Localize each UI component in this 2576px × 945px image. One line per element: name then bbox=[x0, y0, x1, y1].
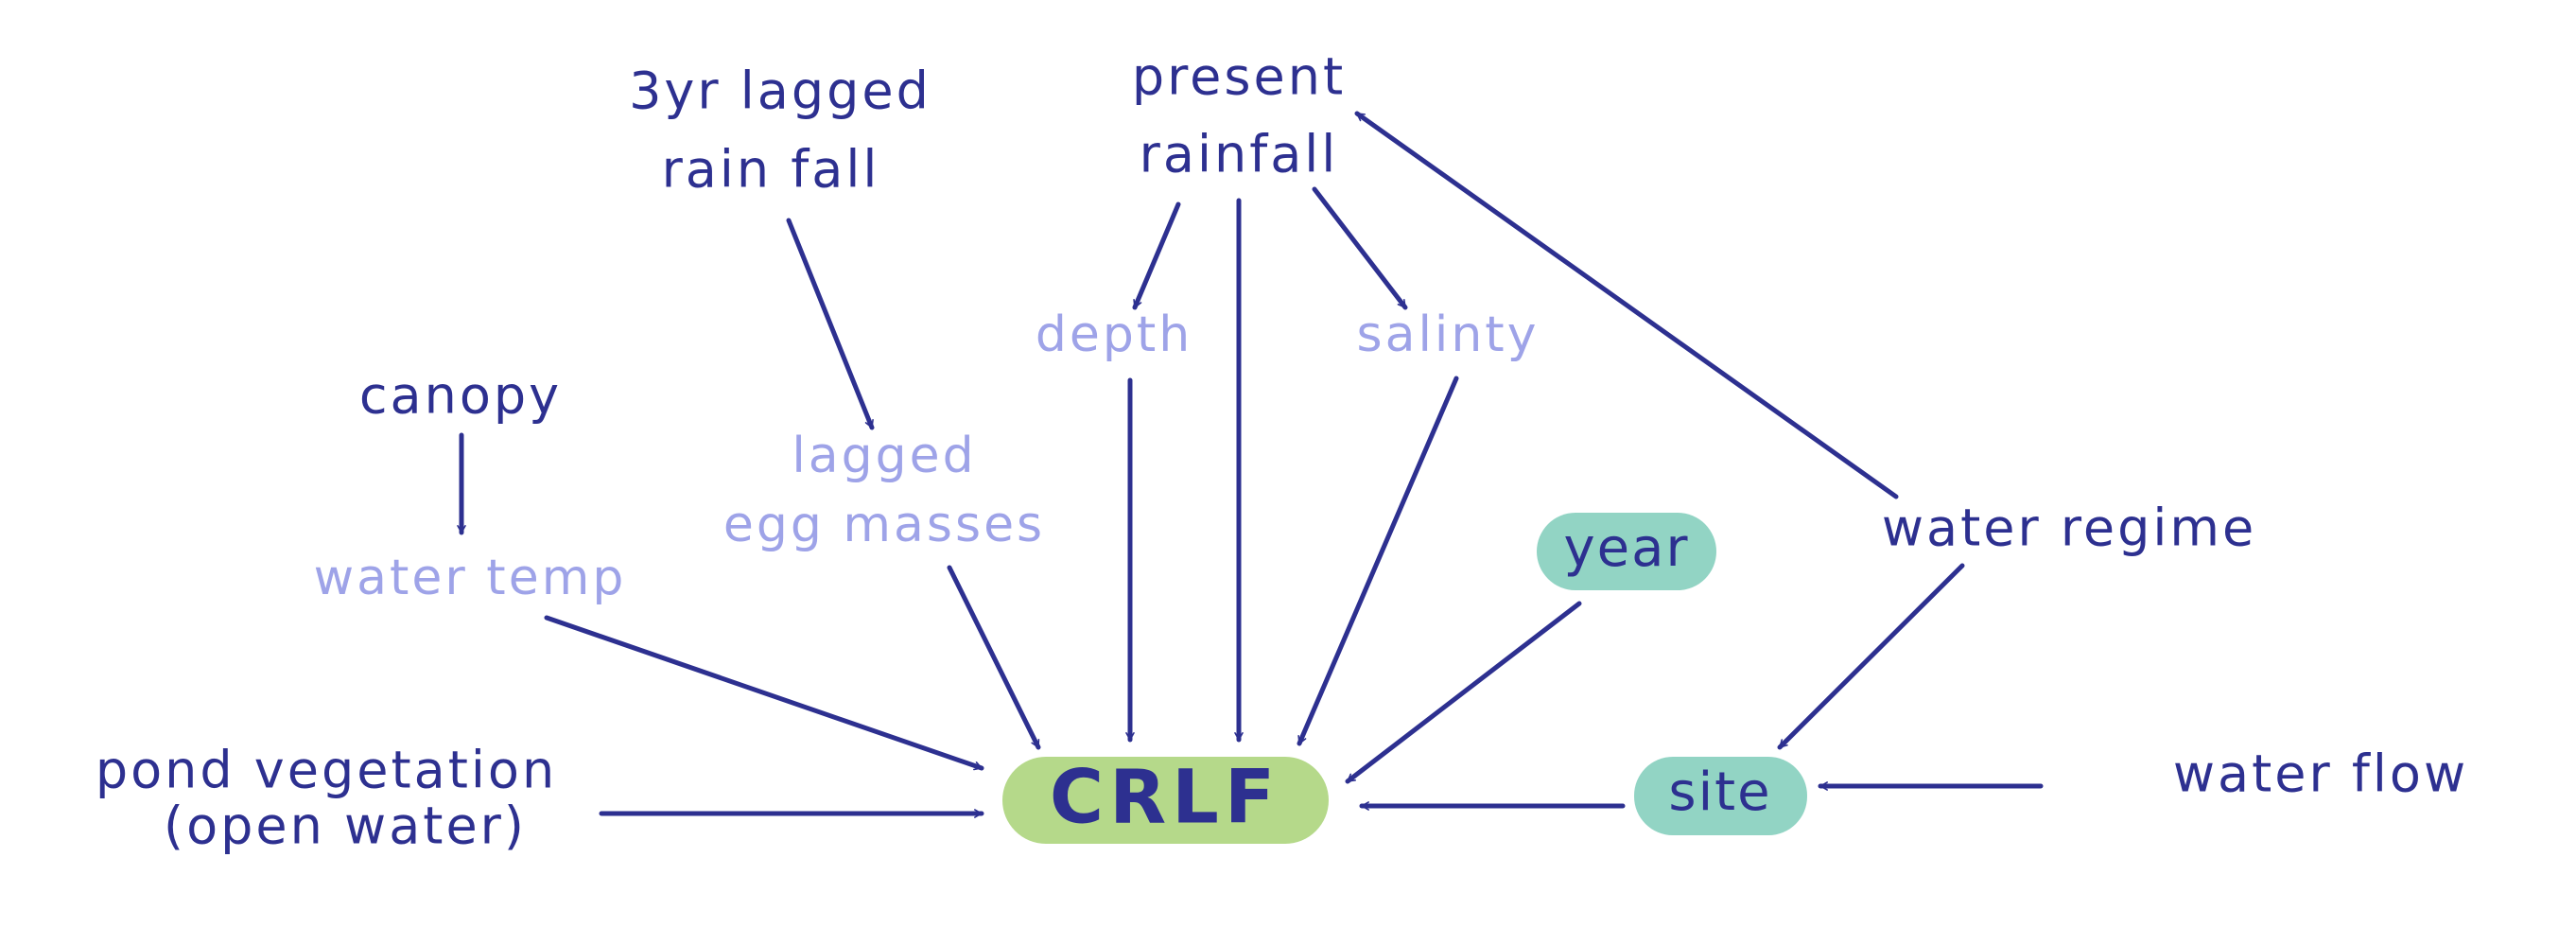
edge-year-to-crlf bbox=[1345, 601, 1582, 784]
depth-label: depth bbox=[1036, 306, 1192, 363]
pond-vegetation-label-line2: (open water) bbox=[164, 796, 527, 856]
edge-water-temp-to-crlf bbox=[544, 615, 984, 771]
lagged-egg-masses-label-line1: lagged bbox=[792, 428, 976, 484]
water-flow-label: water flow bbox=[2173, 744, 2468, 804]
canopy-label: canopy bbox=[359, 366, 562, 426]
edge-water-regime-to-site bbox=[1777, 563, 1965, 750]
water-temp-label: water temp bbox=[314, 550, 627, 606]
edge-water-regime-to-present-rainfall bbox=[1354, 111, 1899, 499]
site-node-label: site bbox=[1668, 761, 1771, 823]
crlf-node-label: CRLF bbox=[1050, 755, 1280, 840]
year-node-label: year bbox=[1564, 517, 1690, 579]
edge-lagged-egg-masses-to-crlf bbox=[947, 565, 1041, 750]
lagged-egg-masses-label-line2: egg masses bbox=[723, 497, 1045, 553]
pond-vegetation-label-line1: pond vegetation bbox=[96, 741, 557, 800]
edge-present-rainfall-to-salinity bbox=[1312, 186, 1408, 310]
crlf-node-box bbox=[1002, 757, 1329, 844]
present-rainfall-label-line2: rainfall bbox=[1140, 125, 1339, 184]
year-node-box bbox=[1537, 513, 1716, 590]
salinity-label: salinty bbox=[1357, 306, 1540, 363]
lagged-rainfall-label-line2: rain fall bbox=[662, 140, 880, 200]
lagged-rainfall-label-line1: 3yr lagged bbox=[629, 61, 931, 121]
edge-salinity-to-crlf bbox=[1297, 376, 1459, 746]
site-node-box bbox=[1634, 757, 1807, 835]
water-regime-label: water regime bbox=[1882, 499, 2256, 558]
edge-lagged-rainfall-to-lagged-egg-masses bbox=[786, 218, 875, 430]
present-rainfall-label-line1: present bbox=[1132, 47, 1346, 107]
edge-present-rainfall-to-depth bbox=[1132, 201, 1181, 310]
